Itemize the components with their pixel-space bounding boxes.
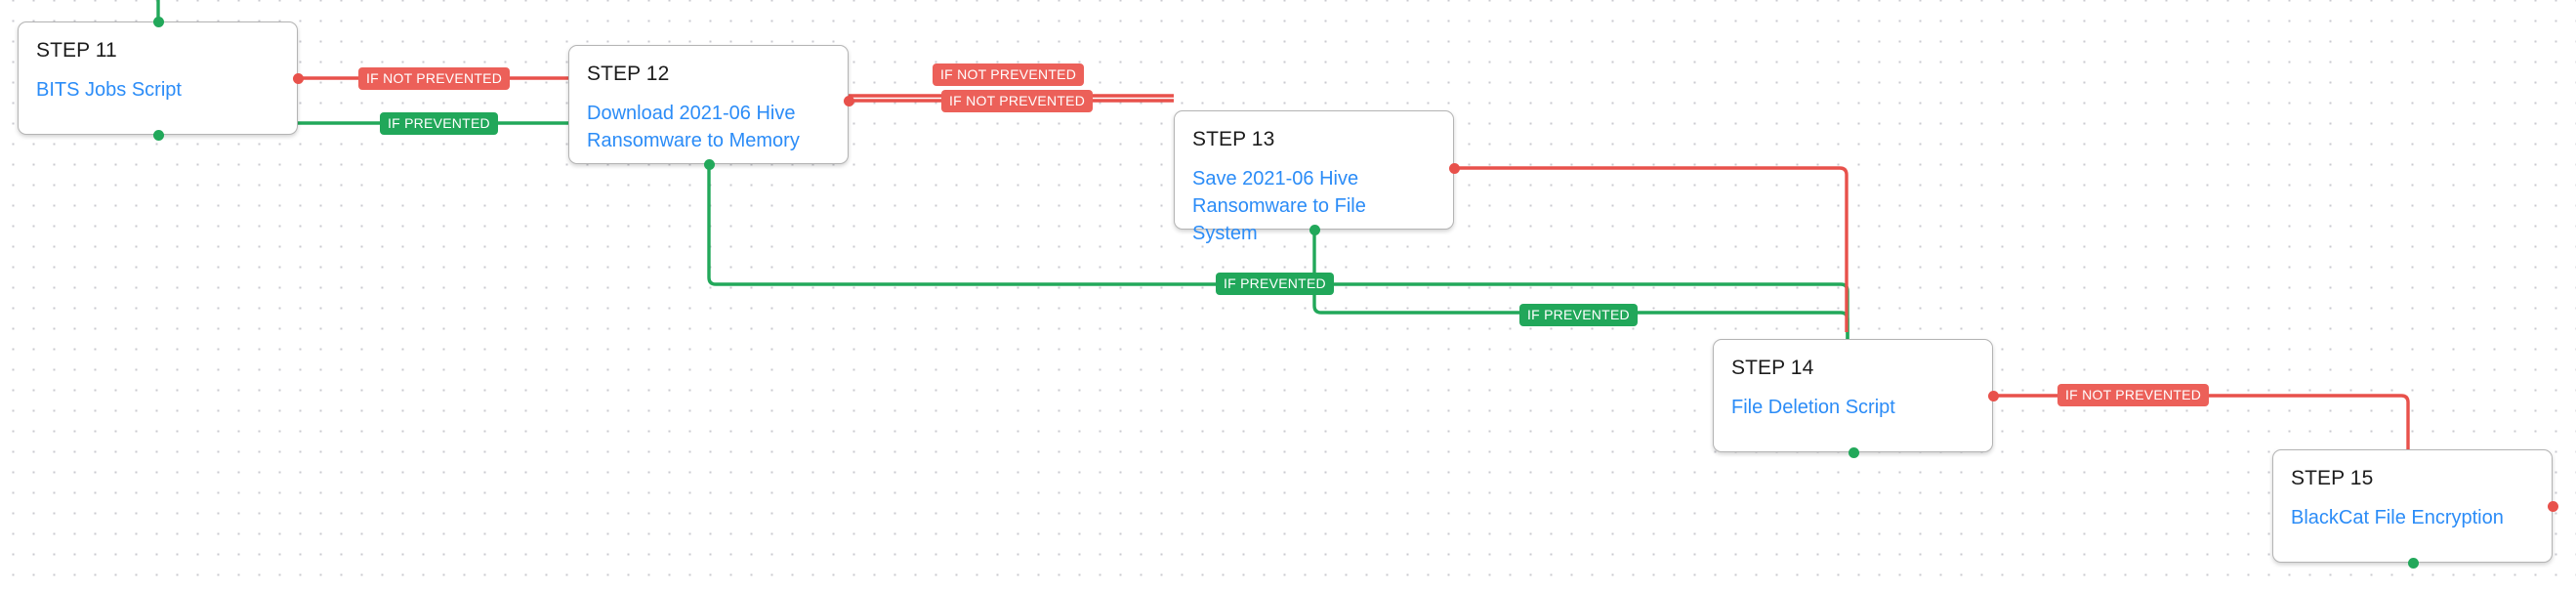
edge-label-green[interactable]: IF PREVENTED: [380, 112, 498, 135]
node-port-red[interactable]: [1988, 391, 1999, 401]
node-step-number: STEP 15: [2291, 467, 2374, 489]
node-port-red[interactable]: [844, 96, 854, 106]
edge-red[interactable]: [1454, 166, 1849, 332]
node-step-number: STEP 14: [1731, 357, 1814, 379]
node-port-green[interactable]: [2408, 558, 2419, 569]
edge-label-green[interactable]: IF PREVENTED: [1519, 304, 1638, 326]
node-port-green[interactable]: [153, 17, 164, 27]
node-step-number: STEP 13: [1192, 128, 1275, 150]
node-port-green[interactable]: [1309, 225, 1320, 235]
flow-node-step-14[interactable]: STEP 14 File Deletion Script: [1713, 339, 1993, 452]
edge-label-red[interactable]: IF NOT PREVENTED: [941, 90, 1094, 112]
node-title-link[interactable]: BITS Jobs Script: [36, 79, 182, 101]
node-title-link[interactable]: File Deletion Script: [1731, 397, 1895, 418]
node-port-red[interactable]: [1449, 163, 1460, 174]
node-title-link[interactable]: BlackCat File Encryption: [2291, 507, 2504, 528]
node-port-red[interactable]: [2548, 501, 2558, 512]
node-port-green[interactable]: [704, 159, 715, 170]
node-step-number: STEP 12: [587, 63, 670, 85]
edge-label-red[interactable]: IF NOT PREVENTED: [358, 67, 511, 90]
edge-label-green[interactable]: IF PREVENTED: [1216, 273, 1334, 295]
node-step-number: STEP 11: [36, 39, 117, 62]
flow-node-step-12[interactable]: STEP 12 Download 2021-06 Hive Ransomware …: [568, 45, 849, 164]
node-port-green[interactable]: [1849, 447, 1859, 458]
flow-node-step-15[interactable]: STEP 15 BlackCat File Encryption: [2272, 449, 2553, 563]
node-port-green[interactable]: [153, 130, 164, 141]
node-port-red[interactable]: [293, 73, 304, 84]
edge-label-red[interactable]: IF NOT PREVENTED: [933, 63, 1085, 86]
flow-node-step-11[interactable]: STEP 11 BITS Jobs Script: [18, 21, 298, 135]
node-title-link[interactable]: Download 2021-06 Hive Ransomware to Memo…: [587, 103, 800, 151]
edge-label-red[interactable]: IF NOT PREVENTED: [2057, 384, 2210, 406]
